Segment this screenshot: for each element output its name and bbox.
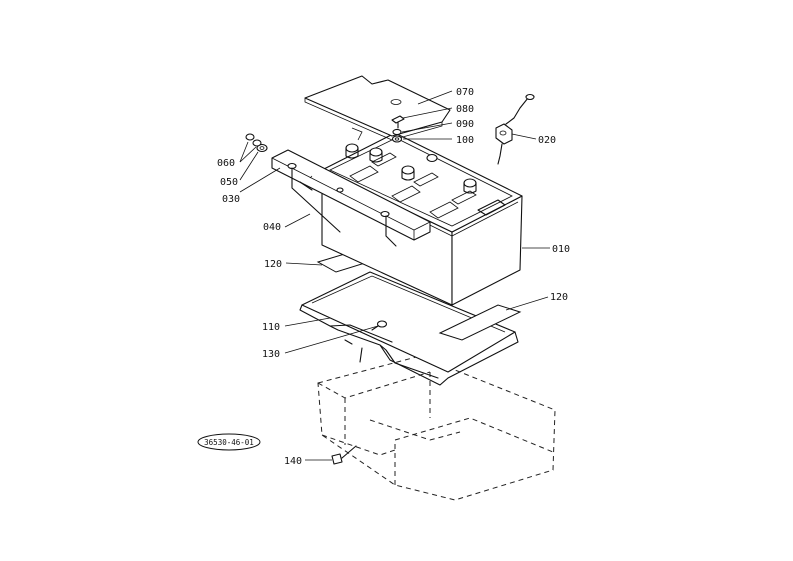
part-label-070: 070 xyxy=(456,87,474,98)
part-label-120-left: 120 xyxy=(264,259,282,270)
washer-050 xyxy=(256,143,268,153)
nut-100 xyxy=(391,135,403,143)
base-frame-dashed xyxy=(317,355,556,501)
leader-lines xyxy=(239,90,550,461)
battery-tray xyxy=(299,271,519,386)
part-label-050: 050 xyxy=(220,177,238,188)
part-labels: 070 080 090 100 020 010 120 120 110 130 … xyxy=(217,87,570,467)
terminal-clamp xyxy=(495,93,535,165)
part-label-040: 040 xyxy=(263,222,281,233)
part-label-130: 130 xyxy=(262,349,280,360)
rubber-pad-right xyxy=(438,304,522,341)
part-label-120-right: 120 xyxy=(550,292,568,303)
part-label-110: 110 xyxy=(262,322,280,333)
part-label-020: 020 xyxy=(538,135,556,146)
part-label-080: 080 xyxy=(456,104,474,115)
hold-down-bar xyxy=(271,149,431,241)
bolt-080 xyxy=(391,115,405,129)
part-label-140: 140 xyxy=(284,456,302,467)
part-label-090: 090 xyxy=(456,119,474,130)
hold-down-rod xyxy=(291,167,397,247)
washer-090 xyxy=(392,128,402,136)
part-label-010: 010 xyxy=(552,244,570,255)
part-label-030: 030 xyxy=(222,194,240,205)
nut-060 xyxy=(245,133,262,147)
part-label-100: 100 xyxy=(456,135,474,146)
terminal-cover xyxy=(304,75,451,141)
bolt-130 xyxy=(344,320,388,363)
bolt-140 xyxy=(331,445,357,465)
part-label-060: 060 xyxy=(217,158,235,169)
reference-code-badge: 36530-46-01 xyxy=(197,433,261,451)
reference-code: 36530-46-01 xyxy=(204,438,254,447)
